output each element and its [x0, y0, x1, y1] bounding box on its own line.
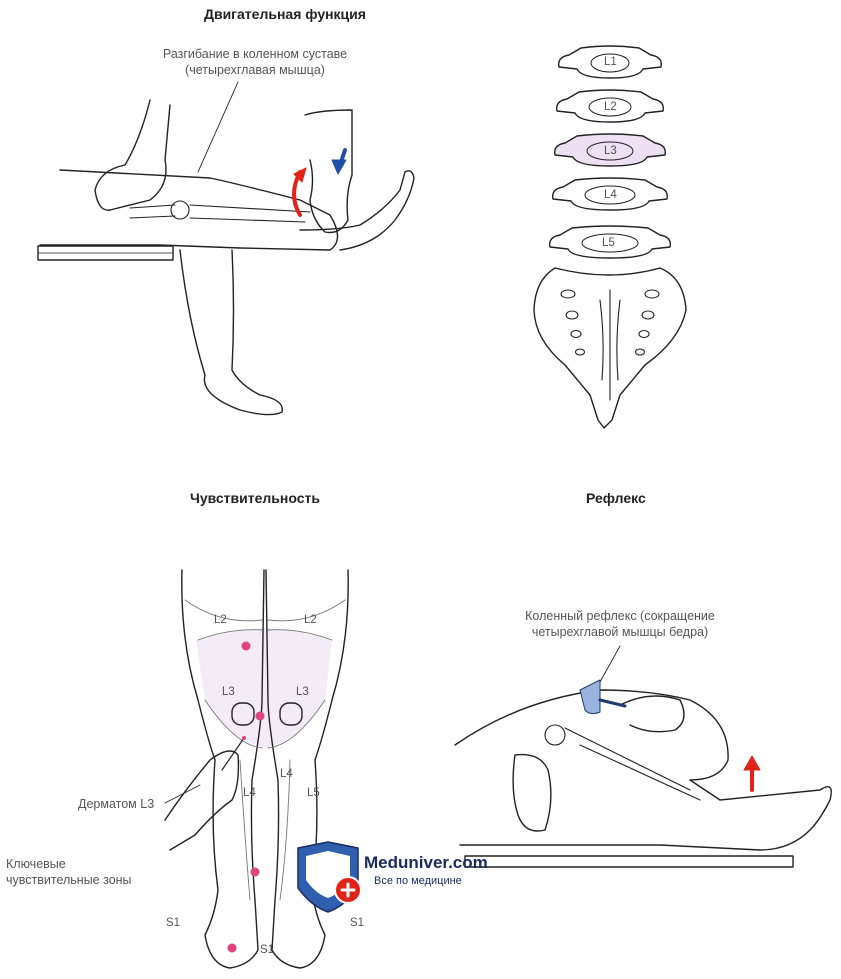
vertebra-l1	[558, 45, 662, 79]
dermatome-label-right-l2: L2	[304, 614, 317, 626]
left-patella	[231, 702, 255, 726]
reflex-table	[464, 855, 794, 868]
motor-caption: Разгибание в коленном суставе (четырехгл…	[150, 46, 360, 78]
motor-caption-line-2: (четырехглавая мышца)	[185, 63, 325, 77]
key-sensory-points	[227, 641, 265, 953]
spine-label-l1: L1	[604, 56, 617, 68]
spine-label-l2: L2	[604, 101, 617, 113]
reflex-panel	[454, 645, 832, 868]
dermatome-label-left-l2: L2	[214, 614, 227, 626]
dermatome-label-right-l3: L3	[296, 686, 309, 698]
reflex-caption-pointer	[599, 645, 621, 683]
vertebral-body	[584, 185, 636, 205]
right-patella	[279, 702, 303, 726]
watermark-tagline: Все по медицине	[374, 875, 462, 887]
reflex-hammer-hand	[619, 695, 685, 733]
dermatome-label-right-l5: L5	[307, 787, 320, 799]
knee-bones	[129, 200, 311, 223]
vertebra-l3	[554, 133, 666, 167]
patient-extended-leg	[299, 170, 415, 251]
dermatome-label-left-s1: S1	[166, 917, 181, 929]
key-zones-line-2: чувствительные зоны	[6, 873, 132, 887]
sensory-title: Чувствительность	[190, 490, 320, 506]
reflex-caption-line-1: Коленный рефлекс (сокращение	[525, 609, 715, 623]
key-zones-caption: Ключевые чувствительные зоны	[6, 856, 132, 888]
reflex-hammer	[579, 679, 601, 715]
dermatome-l3-zone	[196, 628, 332, 748]
vertebra-l5	[549, 225, 671, 259]
key-zones-line-1: Ключевые	[6, 857, 66, 871]
dermatome-label-left-l4: L4	[243, 787, 256, 799]
reflex-leg-bones	[564, 727, 701, 801]
motor-panel	[37, 81, 415, 416]
vertebral-body	[588, 97, 632, 117]
vertebral-body	[581, 233, 639, 253]
motor-caption-line-1: Разгибание в коленном суставе	[162, 47, 348, 61]
examiner-hand-left	[94, 99, 171, 211]
sacral-foramina	[560, 289, 660, 401]
spine-label-l3: L3	[604, 145, 617, 157]
reflex-title: Рефлекс	[586, 490, 646, 506]
dermatome-label-right-l4: L4	[280, 768, 293, 780]
dermatome-label-center-s1: S1	[260, 944, 275, 956]
vertebra-l2	[556, 89, 664, 123]
dermatome-caption: Дерматом L3	[78, 797, 155, 811]
patient-thigh	[39, 169, 339, 251]
dermatome-pointer	[164, 784, 201, 804]
reflex-patient-body	[454, 689, 832, 851]
motor-title: Двигательная функция	[204, 6, 366, 22]
dermatome-label-right-s1: S1	[350, 917, 365, 929]
watermark-site: Meduniver.com	[364, 853, 488, 872]
spine-label-l5: L5	[602, 237, 615, 249]
dermatome-label-left-l3: L3	[222, 686, 235, 698]
dermatome-boundaries	[184, 599, 346, 901]
right-leg-outline	[265, 569, 349, 969]
reflex-caption: Коленный рефлекс (сокращение четырехглав…	[500, 608, 740, 640]
sensory-pin	[221, 737, 245, 771]
vertebra-l4	[552, 177, 668, 211]
left-leg-outline	[181, 569, 265, 969]
sacrum	[533, 267, 687, 429]
patient-lower-leg	[179, 249, 284, 416]
watermark-logo	[297, 841, 362, 913]
reflex-caption-line-2: четырехглавой мышцы бедра)	[531, 625, 709, 639]
examiner-hand-sensory	[164, 750, 240, 851]
vertebral-body	[590, 53, 630, 73]
spine-label-l4: L4	[604, 189, 617, 201]
spine-panel	[533, 45, 687, 429]
reflex-support-hand	[512, 753, 552, 832]
motor-caption-pointer	[197, 81, 239, 173]
vertebral-body	[586, 141, 634, 161]
examiner-hand-right	[304, 109, 353, 234]
sensory-panel	[164, 569, 349, 969]
